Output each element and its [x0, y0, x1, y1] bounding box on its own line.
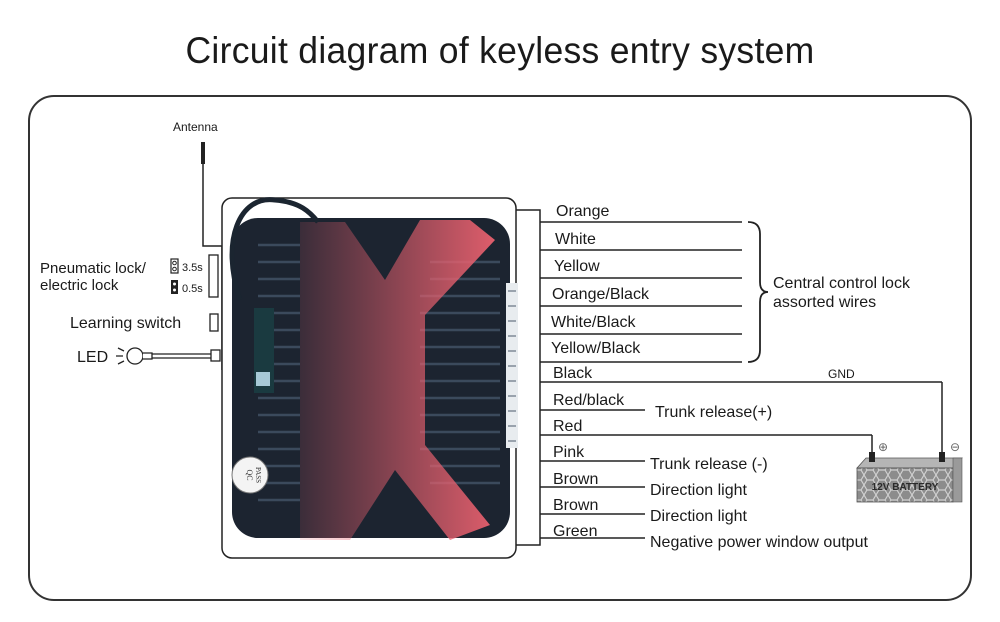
wire-label: Green [553, 523, 597, 540]
battery-positive-terminal: ⊕ [878, 440, 888, 454]
lock-type-label-1: Pneumatic lock/ [40, 260, 147, 277]
direction-light-label-1: Direction light [650, 482, 747, 499]
wire-lines [540, 221, 943, 539]
learning-switch-button[interactable] [209, 313, 219, 332]
diagram-frame [28, 95, 972, 601]
wire-label: Pink [553, 444, 585, 461]
wire-label: Red/black [553, 392, 625, 409]
control-module-image [229, 197, 518, 540]
page-title: Circuit diagram of keyless entry system [185, 30, 815, 71]
antenna-icon [201, 142, 222, 247]
right-bus-line [516, 209, 541, 546]
power-window-label: Negative power window output [650, 534, 868, 551]
wire-label: Orange/Black [552, 286, 650, 303]
jumper-option-3-5s: 3.5s [182, 262, 203, 274]
wire-label: Black [553, 365, 593, 382]
learning-switch-label: Learning switch [70, 315, 181, 332]
direction-light-label-2: Direction light [650, 508, 747, 525]
qc-badge-line-2: PASS [254, 467, 262, 483]
jumper-0-5s-icon [171, 280, 178, 294]
led-icon [116, 347, 211, 365]
qc-badge-line-1: QC [245, 469, 254, 480]
brace-icon [747, 221, 769, 363]
led-port [210, 349, 221, 362]
central-lock-label-1: Central control lock [773, 275, 911, 292]
antenna-label: Antenna [173, 120, 218, 134]
jumper-3-5s-icon [170, 258, 179, 274]
wire-label: Brown [553, 497, 598, 514]
jumper-port [208, 254, 219, 298]
battery-icon: 12V BATTERY [856, 452, 963, 503]
qc-pass-badge: QC PASS [231, 456, 269, 494]
wire-label: White/Black [551, 314, 636, 331]
lock-type-label-2: electric lock [40, 277, 119, 294]
wire-label: Red [553, 418, 582, 435]
wire-label: White [555, 231, 596, 248]
trunk-release-minus-label: Trunk release (-) [650, 456, 768, 473]
led-label: LED [77, 349, 108, 366]
gnd-label: GND [828, 367, 855, 381]
trunk-release-plus-label: Trunk release(+) [655, 404, 772, 421]
central-lock-label-2: assorted wires [773, 294, 876, 311]
wire-label: Orange [556, 203, 609, 220]
battery-label: 12V BATTERY [872, 482, 939, 493]
wire-label: Brown [553, 471, 598, 488]
wire-label: Yellow [554, 258, 600, 275]
wire-label: Yellow/Black [551, 340, 641, 357]
battery-negative-terminal: ⊖ [950, 440, 960, 454]
jumper-option-0-5s-label: 0.5s [182, 283, 203, 295]
